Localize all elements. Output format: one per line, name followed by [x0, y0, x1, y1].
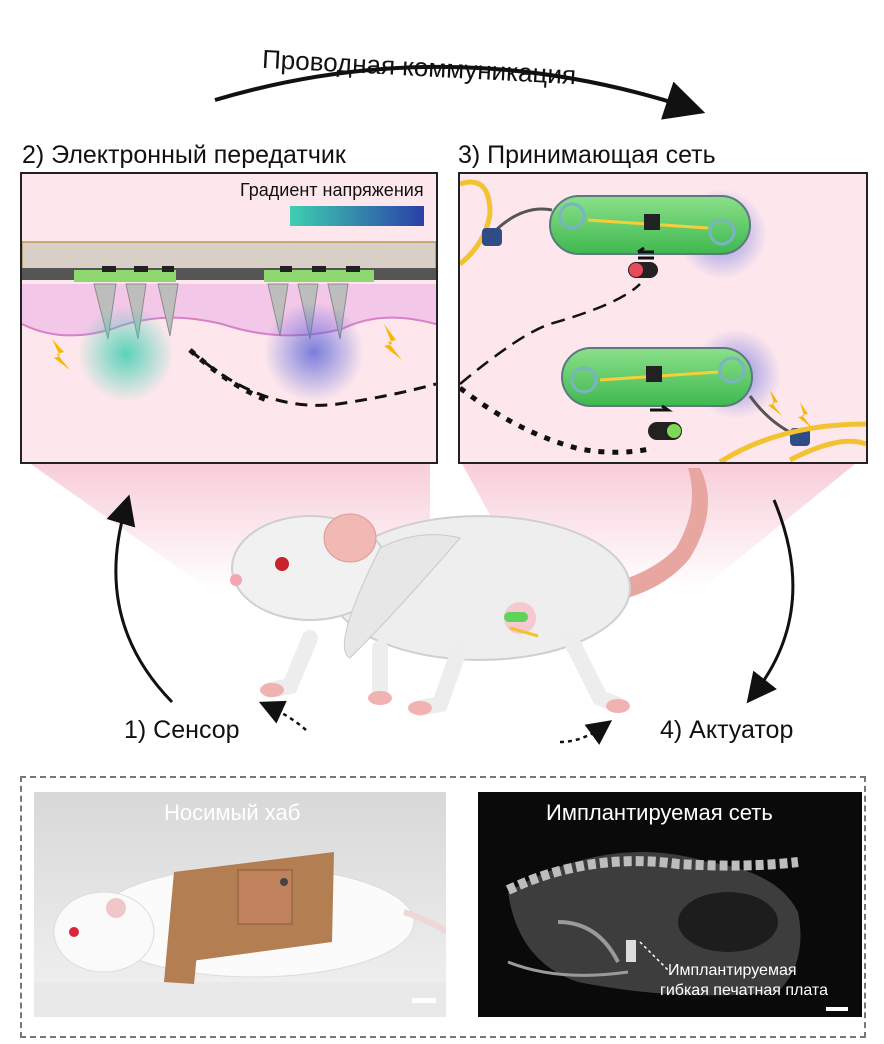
transmitter-title: 2) Электронный передатчик	[22, 141, 346, 169]
pcb-label-line1: Имплантируемая	[668, 962, 797, 979]
receiver-illustration	[460, 179, 866, 462]
receiver-title: 3) Принимающая сеть	[458, 141, 716, 169]
implant-network-title: Имплантируемая сеть	[546, 800, 773, 825]
receiver-panel	[458, 172, 868, 464]
sensor-label: 1) Сенсор	[124, 716, 240, 744]
rat-illustration	[230, 468, 708, 716]
wearable-hub-title: Носимый хаб	[164, 800, 301, 825]
voltage-gradient-label: Градиент напряжения	[240, 180, 424, 200]
actuator-label: 4) Актуатор	[660, 716, 794, 744]
transmitter-illustration	[22, 206, 436, 407]
pcb-label-line2: гибкая печатная плата	[660, 982, 828, 999]
wearable-hub-photo: Носимый хаб	[34, 792, 446, 1017]
wired-communication-arrow	[214, 64, 706, 120]
photo-frame	[20, 776, 866, 1038]
implant-xray-photo: Имплантируемая сеть Имплантируемая гибка…	[478, 792, 862, 1017]
voltage-gradient-bar	[290, 206, 424, 226]
transmitter-panel: Градиент напряжения	[20, 172, 438, 464]
cycle-arrows	[106, 494, 795, 745]
